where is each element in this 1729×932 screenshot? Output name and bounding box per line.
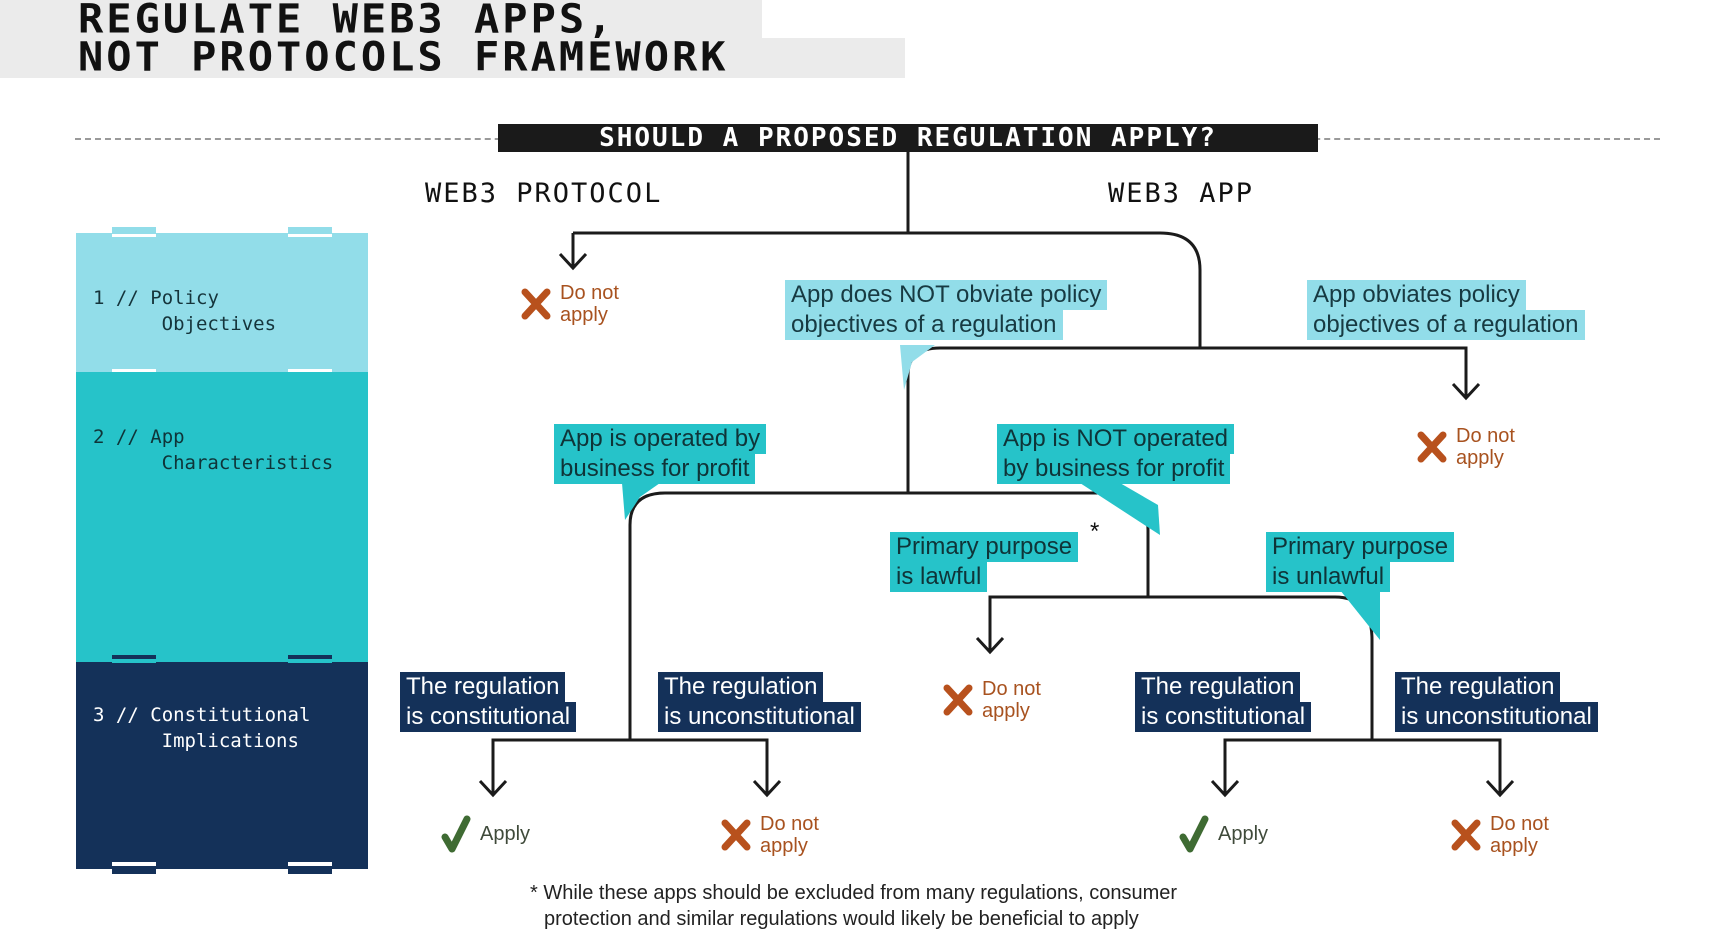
footnote-marker: * xyxy=(1090,518,1100,545)
result-text: apply xyxy=(1456,447,1504,469)
panel-tab xyxy=(112,862,156,866)
arrowhead xyxy=(1485,779,1515,798)
result-text: apply xyxy=(560,304,608,326)
panel-tab xyxy=(112,659,156,663)
callout-tail xyxy=(900,345,935,390)
arrowhead xyxy=(478,779,508,798)
result-text: Do not xyxy=(560,282,619,304)
x-icon xyxy=(1451,819,1481,851)
panel-tab-gap xyxy=(112,369,156,372)
arrowhead xyxy=(752,779,782,798)
result-text: Do not xyxy=(1490,813,1549,835)
level-3-label: 3 // Constitutional Implications xyxy=(93,704,311,752)
level-panel-1: 1 // Policy Objectives xyxy=(76,227,368,372)
panel-tab-gap xyxy=(288,369,332,372)
title-line1: REGULATE WEB3 APPS, xyxy=(78,0,616,42)
result-text: apply xyxy=(982,700,1030,722)
x-icon xyxy=(521,288,551,320)
connector-level1-split xyxy=(906,346,1468,400)
x-icon xyxy=(721,819,751,851)
connector-top-split xyxy=(573,231,1202,348)
result-text: Apply xyxy=(1218,823,1269,845)
check-icon xyxy=(1179,815,1209,853)
arrowhead xyxy=(1451,382,1481,401)
level-panel-2: 2 // App Characteristics xyxy=(76,366,368,662)
connector-left-bottom xyxy=(491,738,769,795)
x-icon xyxy=(943,684,973,716)
panel-tab xyxy=(288,659,332,663)
arrowhead xyxy=(1210,779,1240,798)
title-line2: NOT PROTOCOLS FRAMEWORK xyxy=(78,33,729,80)
footnote-line2: protection and similar regulations would… xyxy=(544,908,1139,930)
arrowhead xyxy=(975,636,1005,655)
branch-label-protocol: WEB3 PROTOCOL xyxy=(425,178,663,209)
result-text: apply xyxy=(760,835,808,857)
arrowhead xyxy=(558,252,588,271)
panel-tab xyxy=(288,862,332,866)
connector-right-bottom xyxy=(1223,738,1502,795)
result-text: Do not xyxy=(760,813,819,835)
panel-tab xyxy=(288,655,332,659)
panel-tab xyxy=(288,227,332,237)
level-2-label: 2 // App Characteristics xyxy=(93,426,334,474)
result-text: Do not xyxy=(1456,425,1515,447)
panel-tab xyxy=(112,655,156,659)
branch-label-app: WEB3 APP xyxy=(1108,178,1255,209)
page-title: REGULATE WEB3 APPS,NOT PROTOCOLS FRAMEWO… xyxy=(78,0,729,76)
panel-tab xyxy=(112,869,156,874)
panel-tab xyxy=(288,869,332,874)
result-text: Apply xyxy=(480,823,531,845)
question-banner: SHOULD A PROPOSED REGULATION APPLY? xyxy=(498,124,1318,152)
footnote: * While these apps should be excluded fr… xyxy=(530,880,1177,932)
result-text: apply xyxy=(1490,835,1538,857)
title-background-line1 xyxy=(0,0,762,38)
level-panel-3: 3 // Constitutional Implications xyxy=(76,655,368,874)
panel-tab xyxy=(112,227,156,237)
flow-lines xyxy=(478,152,1515,798)
result-right-apply: Apply xyxy=(1178,815,1268,853)
level-1-label: 1 // Policy Objectives xyxy=(93,287,277,335)
check-icon xyxy=(441,815,471,853)
title-background-line2 xyxy=(0,38,905,78)
callout-tail xyxy=(1080,483,1160,535)
callout-tail xyxy=(622,483,660,520)
result-left-apply: Apply xyxy=(440,815,530,853)
result-text: Do not xyxy=(982,678,1041,700)
x-icon xyxy=(1417,431,1447,463)
callout-tail xyxy=(1340,590,1380,640)
footnote-line1: * While these apps should be excluded fr… xyxy=(530,882,1178,904)
